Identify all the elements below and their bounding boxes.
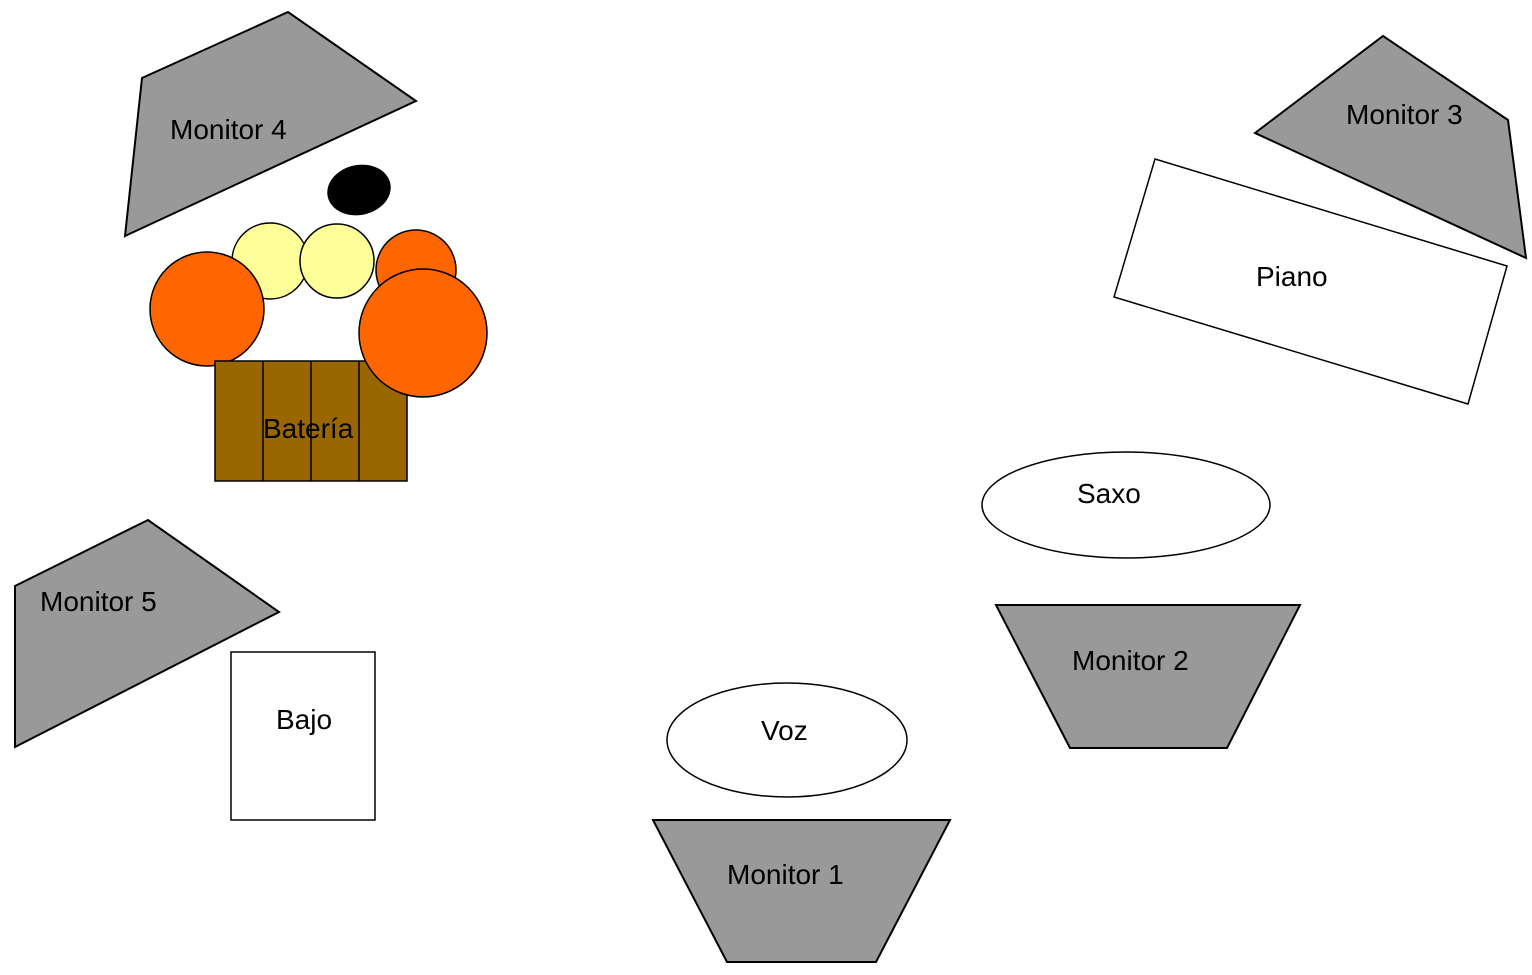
- floor-tom-right: [358, 268, 488, 398]
- sax-label: Saxo: [1077, 478, 1141, 509]
- ride-cymbal-right: [299, 223, 375, 299]
- monitor-4[interactable]: Monitor 4: [123, 10, 419, 238]
- monitor-3-shape: [1253, 34, 1528, 260]
- vocal-label: Voz: [761, 715, 808, 746]
- drum-case: [214, 360, 408, 482]
- monitor-3-label: Monitor 3: [1346, 99, 1463, 130]
- monitor-2-shape: [994, 604, 1302, 749]
- bass-label: Bajo: [276, 704, 332, 735]
- drum-kit[interactable]: Batería: [149, 222, 488, 482]
- monitor-1-label: Monitor 1: [727, 859, 844, 890]
- monitor-2-label: Monitor 2: [1072, 645, 1189, 676]
- sax-position[interactable]: Saxo: [981, 451, 1271, 559]
- monitor-2[interactable]: Monitor 2: [994, 604, 1302, 749]
- vocal-position[interactable]: Voz: [666, 682, 908, 798]
- monitor-4-label: Monitor 4: [170, 114, 287, 145]
- monitor-5[interactable]: Monitor 5: [14, 518, 281, 749]
- piano-label: Piano: [1256, 261, 1328, 292]
- monitor-5-label: Monitor 5: [40, 586, 157, 617]
- monitor-1[interactable]: Monitor 1: [651, 819, 952, 963]
- monitor-4-shape: [123, 10, 419, 238]
- bass-shape: [230, 651, 376, 821]
- monitor-1-shape: [651, 819, 952, 963]
- hihat-cymbal: [327, 164, 391, 216]
- monitor-3[interactable]: Monitor 3: [1253, 34, 1528, 260]
- vocal-shape: [666, 682, 908, 798]
- monitor-5-shape: [14, 518, 281, 749]
- floor-tom-left: [149, 251, 265, 367]
- bateria-label: Batería: [263, 413, 354, 444]
- sax-shape: [981, 451, 1271, 559]
- bass-position[interactable]: Bajo: [230, 651, 376, 821]
- piano-position[interactable]: Piano: [1113, 158, 1508, 405]
- piano-shape: [1113, 158, 1508, 405]
